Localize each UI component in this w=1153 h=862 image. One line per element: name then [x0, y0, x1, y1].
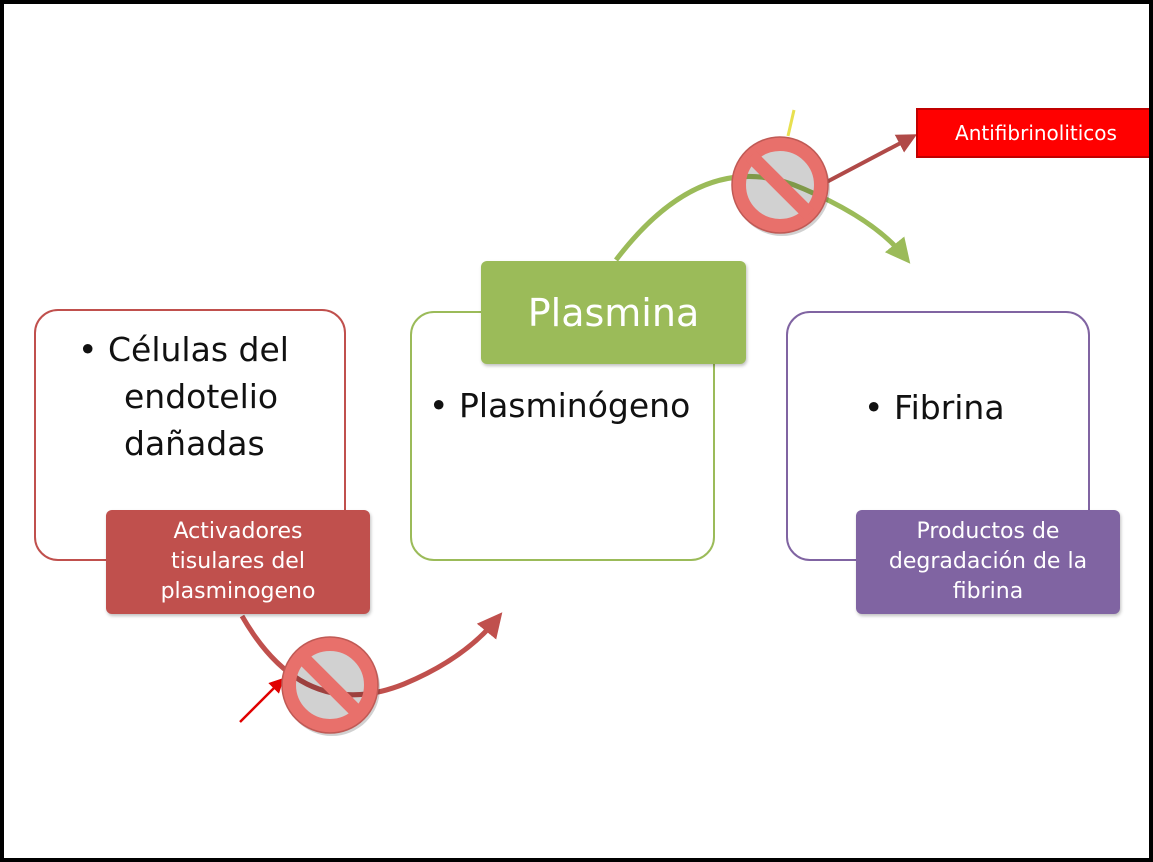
degradation-line-3: fibrina	[952, 579, 1024, 604]
fibrin-label: Fibrina	[894, 388, 1005, 427]
degradation-line-2: degradación de la	[888, 549, 1088, 574]
bullet: •	[78, 330, 98, 369]
no-symbol-bar	[296, 651, 364, 719]
fibrinolysis-arrow	[614, 174, 911, 264]
no-symbol-ring	[732, 137, 828, 233]
inhibitor-arrow	[818, 134, 918, 188]
bullet: •	[864, 388, 884, 427]
activators-line-1: Activadores	[173, 519, 303, 544]
fibrin-text: • Fibrina	[864, 384, 1005, 431]
bullet: •	[429, 386, 449, 425]
endothelium-line-3: dañadas	[124, 424, 265, 463]
activators-line-3: plasminogeno	[160, 579, 316, 604]
endothelium-text: • Células del endotelio dañadas	[78, 326, 289, 467]
endothelium-line-1: Células del	[108, 330, 289, 369]
no-symbol-outline	[281, 636, 379, 734]
antifibrinolytics-label: Antifibrinoliticos	[916, 108, 1149, 158]
activators-label: Activadores tisulares del plasminogeno	[106, 510, 370, 614]
no-symbol-bar	[746, 151, 814, 219]
plasmin-label: Plasmina	[481, 261, 746, 364]
no-symbol-ring	[282, 637, 378, 733]
endothelium-line-2: endotelio	[124, 377, 279, 416]
pointer-arrow	[239, 677, 285, 723]
no-symbol-icon	[731, 136, 830, 236]
no-symbol-icon	[281, 636, 380, 736]
plasminogen-text: • Plasminógeno	[429, 382, 690, 429]
highlight-line	[786, 109, 796, 137]
no-symbol-outline	[731, 136, 829, 234]
overlay-canvas	[281, 136, 830, 736]
activation-arrow	[239, 612, 503, 698]
plasminogen-label: Plasminógeno	[459, 386, 691, 425]
degradation-products-label: Productos de degradación de la fibrina	[856, 510, 1120, 614]
diagram-canvas	[239, 109, 918, 723]
degradation-line-1: Productos de	[916, 519, 1060, 544]
activators-line-2: tisulares del	[171, 549, 305, 574]
